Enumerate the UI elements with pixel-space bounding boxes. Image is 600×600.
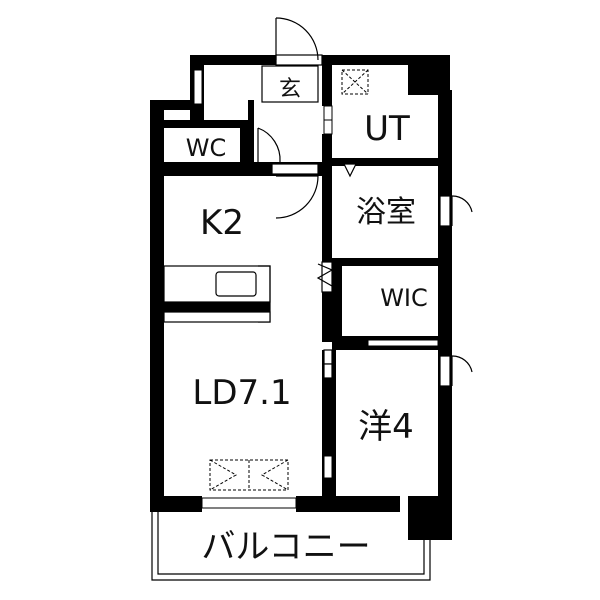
label-entrance: 玄 <box>279 77 301 102</box>
ld-storage <box>209 459 289 491</box>
label-kitchen: K2 <box>200 203 244 243</box>
wic-door <box>316 261 334 293</box>
bath-window-door <box>439 195 473 227</box>
kitchen-counter <box>163 265 271 323</box>
label-utility: UT <box>364 109 410 149</box>
label-toilet: WC <box>186 134 227 162</box>
ld-side-opening <box>323 455 333 479</box>
front-door <box>275 17 323 66</box>
washer-space <box>341 69 369 95</box>
bath-marker <box>343 163 357 178</box>
outer-walls <box>150 55 452 540</box>
windows <box>193 69 439 509</box>
balcony-railing <box>151 512 431 581</box>
entrance-floor <box>261 65 319 103</box>
western-door <box>323 349 333 379</box>
wc-door <box>257 127 281 163</box>
label-bathroom: 浴室 <box>356 195 416 230</box>
kitchen-door <box>271 163 319 219</box>
label-walk-in-closet: WIC <box>380 284 428 312</box>
western-window-door <box>439 355 473 387</box>
label-western-room: 洋4 <box>358 407 414 447</box>
label-balcony: バルコニー <box>201 527 370 567</box>
label-living-dining: LD7.1 <box>192 373 291 413</box>
ut-door <box>323 105 333 135</box>
